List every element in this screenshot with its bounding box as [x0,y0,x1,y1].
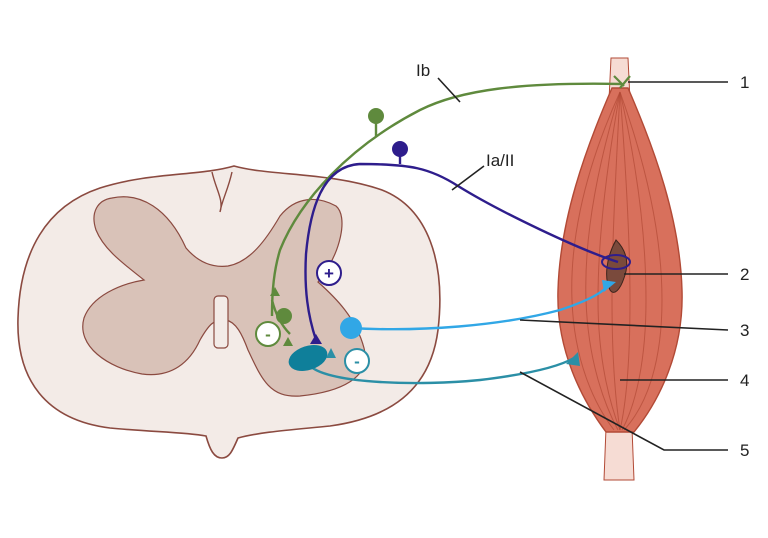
muscle-fiber-line [585,91,621,431]
leader-line-3 [519,319,729,331]
ib-terminal [270,287,280,296]
alpha-motor-neuron [340,317,362,339]
ib-leader-line [437,77,461,103]
ia-terminal [310,334,322,344]
antagonist-motor-axon [309,356,575,385]
muscle-fiber-line [619,91,647,431]
inhibitory-sign-circle-left [255,321,281,347]
muscle-fiber-line [571,91,621,431]
label-2: 2 [740,265,749,284]
inhibitory-sign-left: - [265,325,271,344]
muscle-fiber-line [619,91,631,431]
inhibitory-sign-right: - [354,352,360,371]
muscle-fiber-line [611,91,621,431]
ia-afferent-fiber [304,162,619,341]
ia-leader-line [451,165,485,191]
ia-spindle-wrap [601,254,631,270]
inhibitory-sign-circle-right [344,348,370,374]
tendon-bottom [603,427,635,481]
dorsal-median-sulcus [211,171,233,213]
ia-ganglion-cell [392,141,408,157]
label-ia-ii: Ia/II [486,151,514,170]
inhibitory-interneuron-green [276,308,292,324]
leader-line-5 [519,371,728,451]
antagonist-motor-neuron [288,345,328,371]
label-ib: Ib [416,61,430,80]
alpha-motor-axon [349,281,613,331]
ib-ganglion-cell [368,108,384,124]
label-5: 5 [740,441,749,460]
excitatory-sign-circle [316,260,342,286]
label-3: 3 [740,321,749,340]
label-1: 1 [740,73,749,92]
excitatory-sign: + [324,264,334,283]
ib-interneuron-terminal [283,337,293,346]
muscle-fibers [571,91,663,431]
antagonist-motor-terminal [566,352,580,366]
central-canal [213,295,229,349]
muscle-fiber-line [619,91,663,431]
teal-interneuron-terminal [326,348,336,358]
alpha-motor-terminal [602,280,616,292]
ib-afferent-fiber [270,82,623,317]
label-4: 4 [740,371,749,390]
ib-ending-at-tendon [613,75,631,89]
